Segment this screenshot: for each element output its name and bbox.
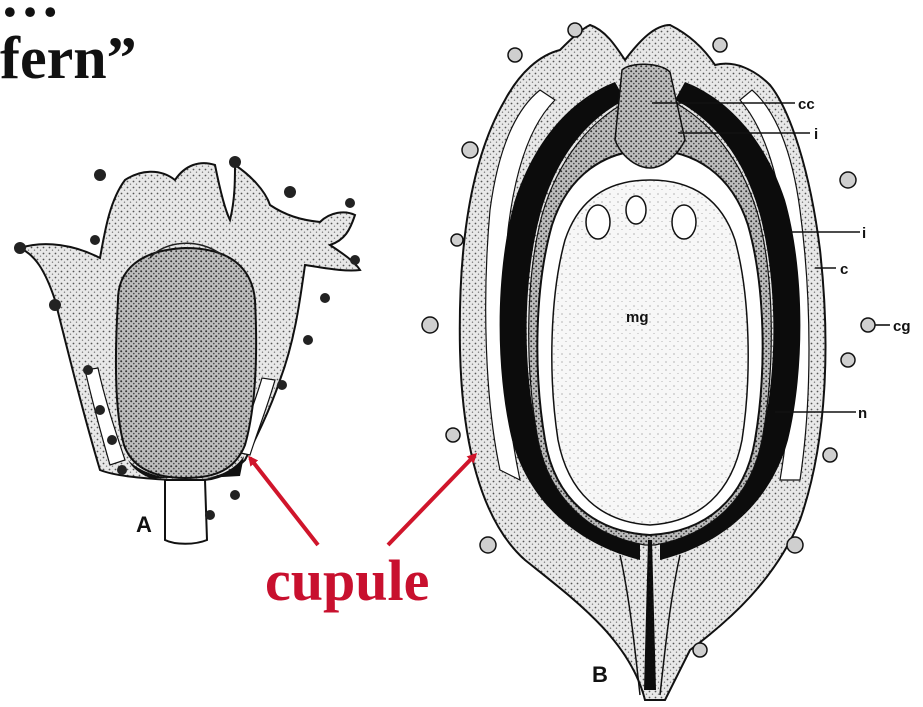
- figure-b-label-c: c: [840, 261, 848, 278]
- figure-b-label-cc: cc: [798, 96, 815, 113]
- figure-a-seed: [116, 248, 256, 478]
- figure-b-label-cg: cg: [893, 318, 911, 335]
- figure-b-archegonium-3: [672, 205, 696, 239]
- figure-b-archegonium-2: [626, 196, 646, 224]
- figure-b-label-mg: mg: [626, 309, 649, 326]
- cupule-arrow-left: [250, 458, 318, 545]
- figure-b-label-i-lower: i: [862, 225, 866, 242]
- figure-a-stalk: [165, 480, 207, 544]
- figure-b-section: cc i i c cg mg n B: [422, 23, 911, 700]
- figure-b-megagametophyte: [552, 180, 748, 525]
- cupule-label: cupule: [265, 548, 429, 613]
- figure-a-panel-letter: A: [136, 512, 152, 537]
- figure-b-label-n: n: [858, 405, 867, 422]
- cupule-annotation: cupule: [250, 455, 475, 613]
- figure-b-panel-letter: B: [592, 662, 608, 687]
- figure-b-label-i-upper: i: [814, 126, 818, 143]
- figure-a-cupule: A: [14, 156, 360, 544]
- cupule-arrow-right: [388, 455, 475, 545]
- figure-b-archegonium-1: [586, 205, 610, 239]
